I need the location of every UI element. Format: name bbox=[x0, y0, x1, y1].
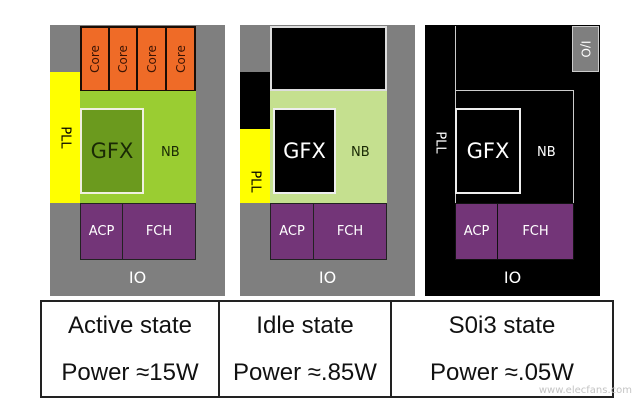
power-value: Power ≈15W bbox=[61, 358, 199, 386]
core-label: Core bbox=[173, 45, 188, 73]
nb-label: NB bbox=[537, 145, 556, 160]
fch-label: FCH bbox=[522, 224, 549, 239]
io-label: IO bbox=[128, 268, 147, 287]
io-box: I/O bbox=[572, 26, 599, 72]
power-value: Power ≈.05W bbox=[430, 358, 574, 386]
watermark: www.elecfans.com bbox=[538, 385, 632, 396]
io-box-label: I/O bbox=[578, 40, 593, 58]
io-label: IO bbox=[318, 268, 337, 287]
fch-label: FCH bbox=[145, 224, 173, 239]
active-state-diagram: PLL Core Core Core Core GFX NB ACP FCH I… bbox=[50, 25, 225, 296]
nb-label: NB bbox=[351, 145, 370, 160]
core-block: Core bbox=[80, 26, 110, 92]
idle-state-diagram: PLL GFX NB ACP FCH IO bbox=[240, 25, 415, 296]
acp-block: ACP bbox=[455, 203, 498, 260]
fch-label: FCH bbox=[336, 224, 364, 239]
gfx-block: GFX bbox=[273, 108, 336, 194]
acp-block: ACP bbox=[270, 203, 314, 260]
pll-block: PLL bbox=[240, 129, 270, 203]
state-title: Active state bbox=[67, 311, 193, 339]
cores-block-off bbox=[455, 26, 574, 91]
nb-label: NB bbox=[161, 145, 180, 160]
power-value: Power ≈.85W bbox=[233, 358, 377, 386]
fch-block: FCH bbox=[313, 203, 387, 260]
pll-block: PLL bbox=[50, 72, 80, 203]
acp-block: ACP bbox=[80, 203, 123, 260]
core-label: Core bbox=[144, 45, 159, 73]
gfx-block: GFX bbox=[80, 108, 144, 194]
pll-region: PLL bbox=[425, 25, 455, 260]
pll-label: PLL bbox=[432, 131, 448, 154]
pll-label: PLL bbox=[247, 169, 263, 193]
gfx-label: GFX bbox=[283, 139, 326, 163]
core-block: Core bbox=[108, 26, 138, 92]
acp-label: ACP bbox=[88, 224, 115, 239]
state-title: Idle state bbox=[256, 311, 354, 339]
gfx-label: GFX bbox=[90, 139, 134, 163]
fch-block: FCH bbox=[122, 203, 196, 260]
core-block: Core bbox=[136, 26, 167, 92]
core-label: Core bbox=[88, 45, 102, 73]
fch-block: FCH bbox=[497, 203, 574, 260]
pll-block-off bbox=[240, 72, 270, 129]
pll-label: PLL bbox=[57, 126, 73, 149]
s0i3-state-diagram: PLL GFX NB I/O ACP FCH IO bbox=[425, 25, 600, 296]
s0i3-state-label-box: S0i3 state Power ≈.05W bbox=[390, 300, 614, 398]
gfx-block: GFX bbox=[455, 108, 521, 194]
core-block: Core bbox=[165, 26, 196, 92]
io-label: IO bbox=[503, 268, 522, 287]
gfx-label: GFX bbox=[466, 139, 510, 163]
state-labels: Active state Power ≈15W Idle state Power… bbox=[40, 300, 614, 398]
active-state-label-box: Active state Power ≈15W bbox=[40, 300, 220, 398]
acp-label: ACP bbox=[279, 224, 305, 239]
idle-state-label-box: Idle state Power ≈.85W bbox=[218, 300, 392, 398]
state-title: S0i3 state bbox=[448, 311, 556, 339]
acp-label: ACP bbox=[463, 224, 490, 239]
core-label: Core bbox=[116, 45, 130, 73]
cores-block-off bbox=[270, 26, 387, 91]
